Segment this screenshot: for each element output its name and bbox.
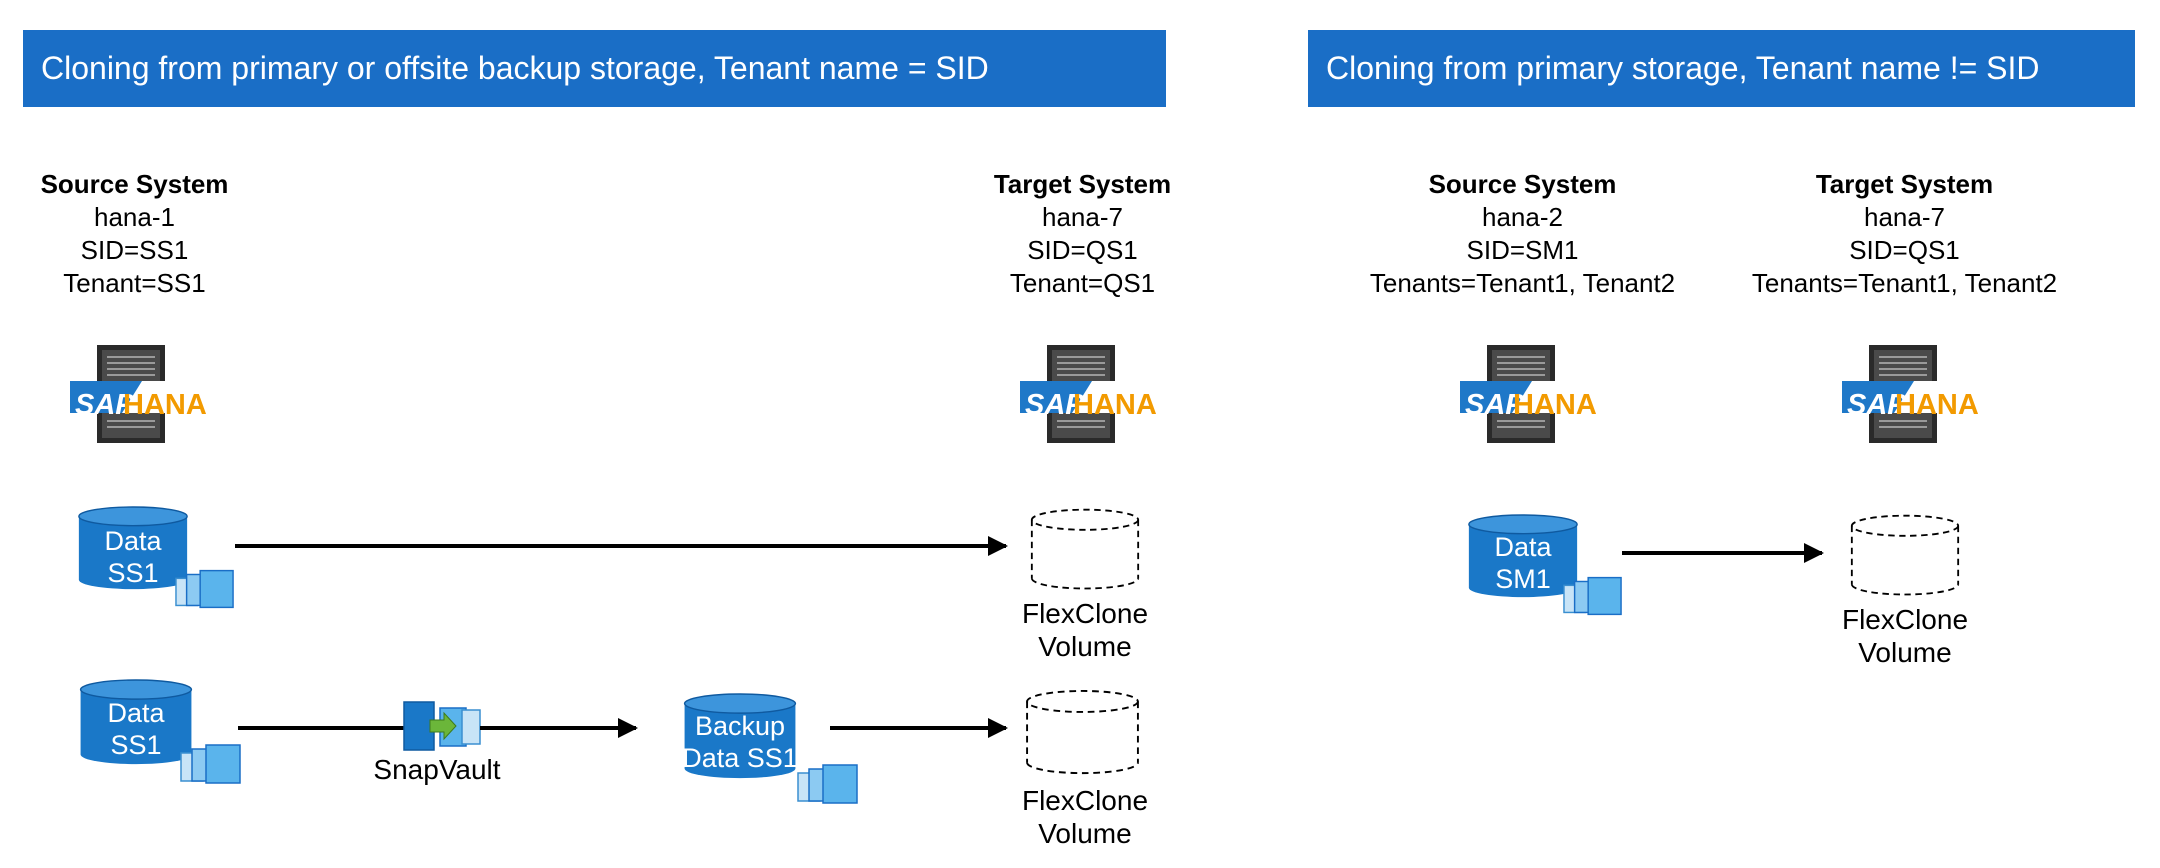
left-source-system-label: Source System hana-1 SID=SS1 Tenant=SS1 bbox=[2, 168, 267, 300]
volume-label-line1: Data bbox=[104, 526, 162, 556]
hana-logo-text: HANA bbox=[1513, 389, 1597, 421]
data-volume-ss1: Data SS1 bbox=[78, 506, 234, 609]
left-banner: Cloning from primary or offsite backup s… bbox=[23, 30, 1166, 107]
source-sid: SID=SS1 bbox=[80, 235, 189, 265]
clone-label-line1: FlexClone bbox=[1021, 598, 1149, 629]
volume-label-line2: Data SS1 bbox=[682, 743, 798, 773]
flexclone-label-right: FlexClone Volume bbox=[1805, 603, 2005, 669]
snapvault-label: SnapVault bbox=[357, 753, 517, 786]
target-system-heading: Target System bbox=[1815, 169, 1994, 199]
sap-hana-server-icon: SAP HANA bbox=[70, 345, 207, 444]
sap-logo-text: SAP bbox=[75, 389, 135, 421]
hana-logo-text: HANA bbox=[123, 389, 207, 421]
hana-logo-text: HANA bbox=[1895, 389, 1979, 421]
right-source-system-label: Source System hana-2 SID=SM1 Tenants=Ten… bbox=[1340, 168, 1705, 300]
data-volume-ss1: Data SS1 bbox=[79, 679, 241, 784]
sap-logo-text: SAP bbox=[1025, 389, 1085, 421]
target-sid: SID=QS1 bbox=[1849, 235, 1960, 265]
volume-label-line2: SS1 bbox=[110, 730, 161, 760]
sap-logo-text: SAP bbox=[1847, 389, 1907, 421]
sap-hana-server-icon: SAP HANA bbox=[1020, 345, 1157, 444]
sap-logo-text: SAP bbox=[1465, 389, 1525, 421]
source-tenant: Tenant=SS1 bbox=[63, 268, 206, 298]
target-tenants: Tenants=Tenant1, Tenant2 bbox=[1751, 268, 2058, 298]
source-tenants: Tenants=Tenant1, Tenant2 bbox=[1369, 268, 1676, 298]
flexclone-label-row2: FlexClone Volume bbox=[985, 784, 1185, 850]
source-sid: SID=SM1 bbox=[1466, 235, 1579, 265]
flexclone-icon bbox=[1026, 689, 1139, 775]
snapvault-icon bbox=[403, 701, 481, 751]
backup-volume-ss1: Backup Data SS1 bbox=[682, 693, 858, 804]
volume-label-line1: Data bbox=[1494, 532, 1552, 562]
target-tenant: Tenant=QS1 bbox=[1009, 268, 1156, 298]
clone-label-line2: Volume bbox=[1038, 631, 1132, 662]
source-host: hana-2 bbox=[1482, 202, 1563, 232]
clone-label-line1: FlexClone bbox=[1021, 785, 1149, 816]
sap-hana-server-icon: SAP HANA bbox=[1460, 345, 1597, 444]
volume-label-line2: SM1 bbox=[1495, 564, 1551, 594]
snapshot-icon bbox=[797, 764, 858, 804]
right-banner: Cloning from primary storage, Tenant nam… bbox=[1308, 30, 2135, 107]
target-sid: SID=QS1 bbox=[1027, 235, 1138, 265]
left-banner-title: Cloning from primary or offsite backup s… bbox=[41, 50, 989, 86]
source-host: hana-1 bbox=[94, 202, 175, 232]
clone-label-line2: Volume bbox=[1038, 818, 1132, 849]
right-target-system-label: Target System hana-7 SID=QS1 Tenants=Ten… bbox=[1722, 168, 2087, 300]
volume-label-line1: Data bbox=[107, 698, 165, 728]
volume-label-line2: SS1 bbox=[107, 558, 158, 588]
source-system-heading: Source System bbox=[1428, 169, 1617, 199]
clone-label-line1: FlexClone bbox=[1841, 604, 1969, 635]
flexclone-label-row1: FlexClone Volume bbox=[985, 597, 1185, 663]
hana-logo-text: HANA bbox=[1073, 389, 1157, 421]
snapvault-text: SnapVault bbox=[373, 754, 501, 785]
volume-label-line1: Backup bbox=[695, 711, 785, 741]
target-system-heading: Target System bbox=[993, 169, 1172, 199]
right-banner-title: Cloning from primary storage, Tenant nam… bbox=[1326, 50, 2040, 86]
sap-hana-server-icon: SAP HANA bbox=[1842, 345, 1979, 444]
left-target-system-label: Target System hana-7 SID=QS1 Tenant=QS1 bbox=[950, 168, 1215, 300]
flexclone-icon bbox=[1030, 508, 1140, 590]
flexclone-icon bbox=[1850, 514, 1960, 596]
target-host: hana-7 bbox=[1864, 202, 1945, 232]
clone-label-line2: Volume bbox=[1858, 637, 1952, 668]
source-system-heading: Source System bbox=[40, 169, 229, 199]
target-host: hana-7 bbox=[1042, 202, 1123, 232]
data-volume-sm1: Data SM1 bbox=[1468, 514, 1622, 616]
